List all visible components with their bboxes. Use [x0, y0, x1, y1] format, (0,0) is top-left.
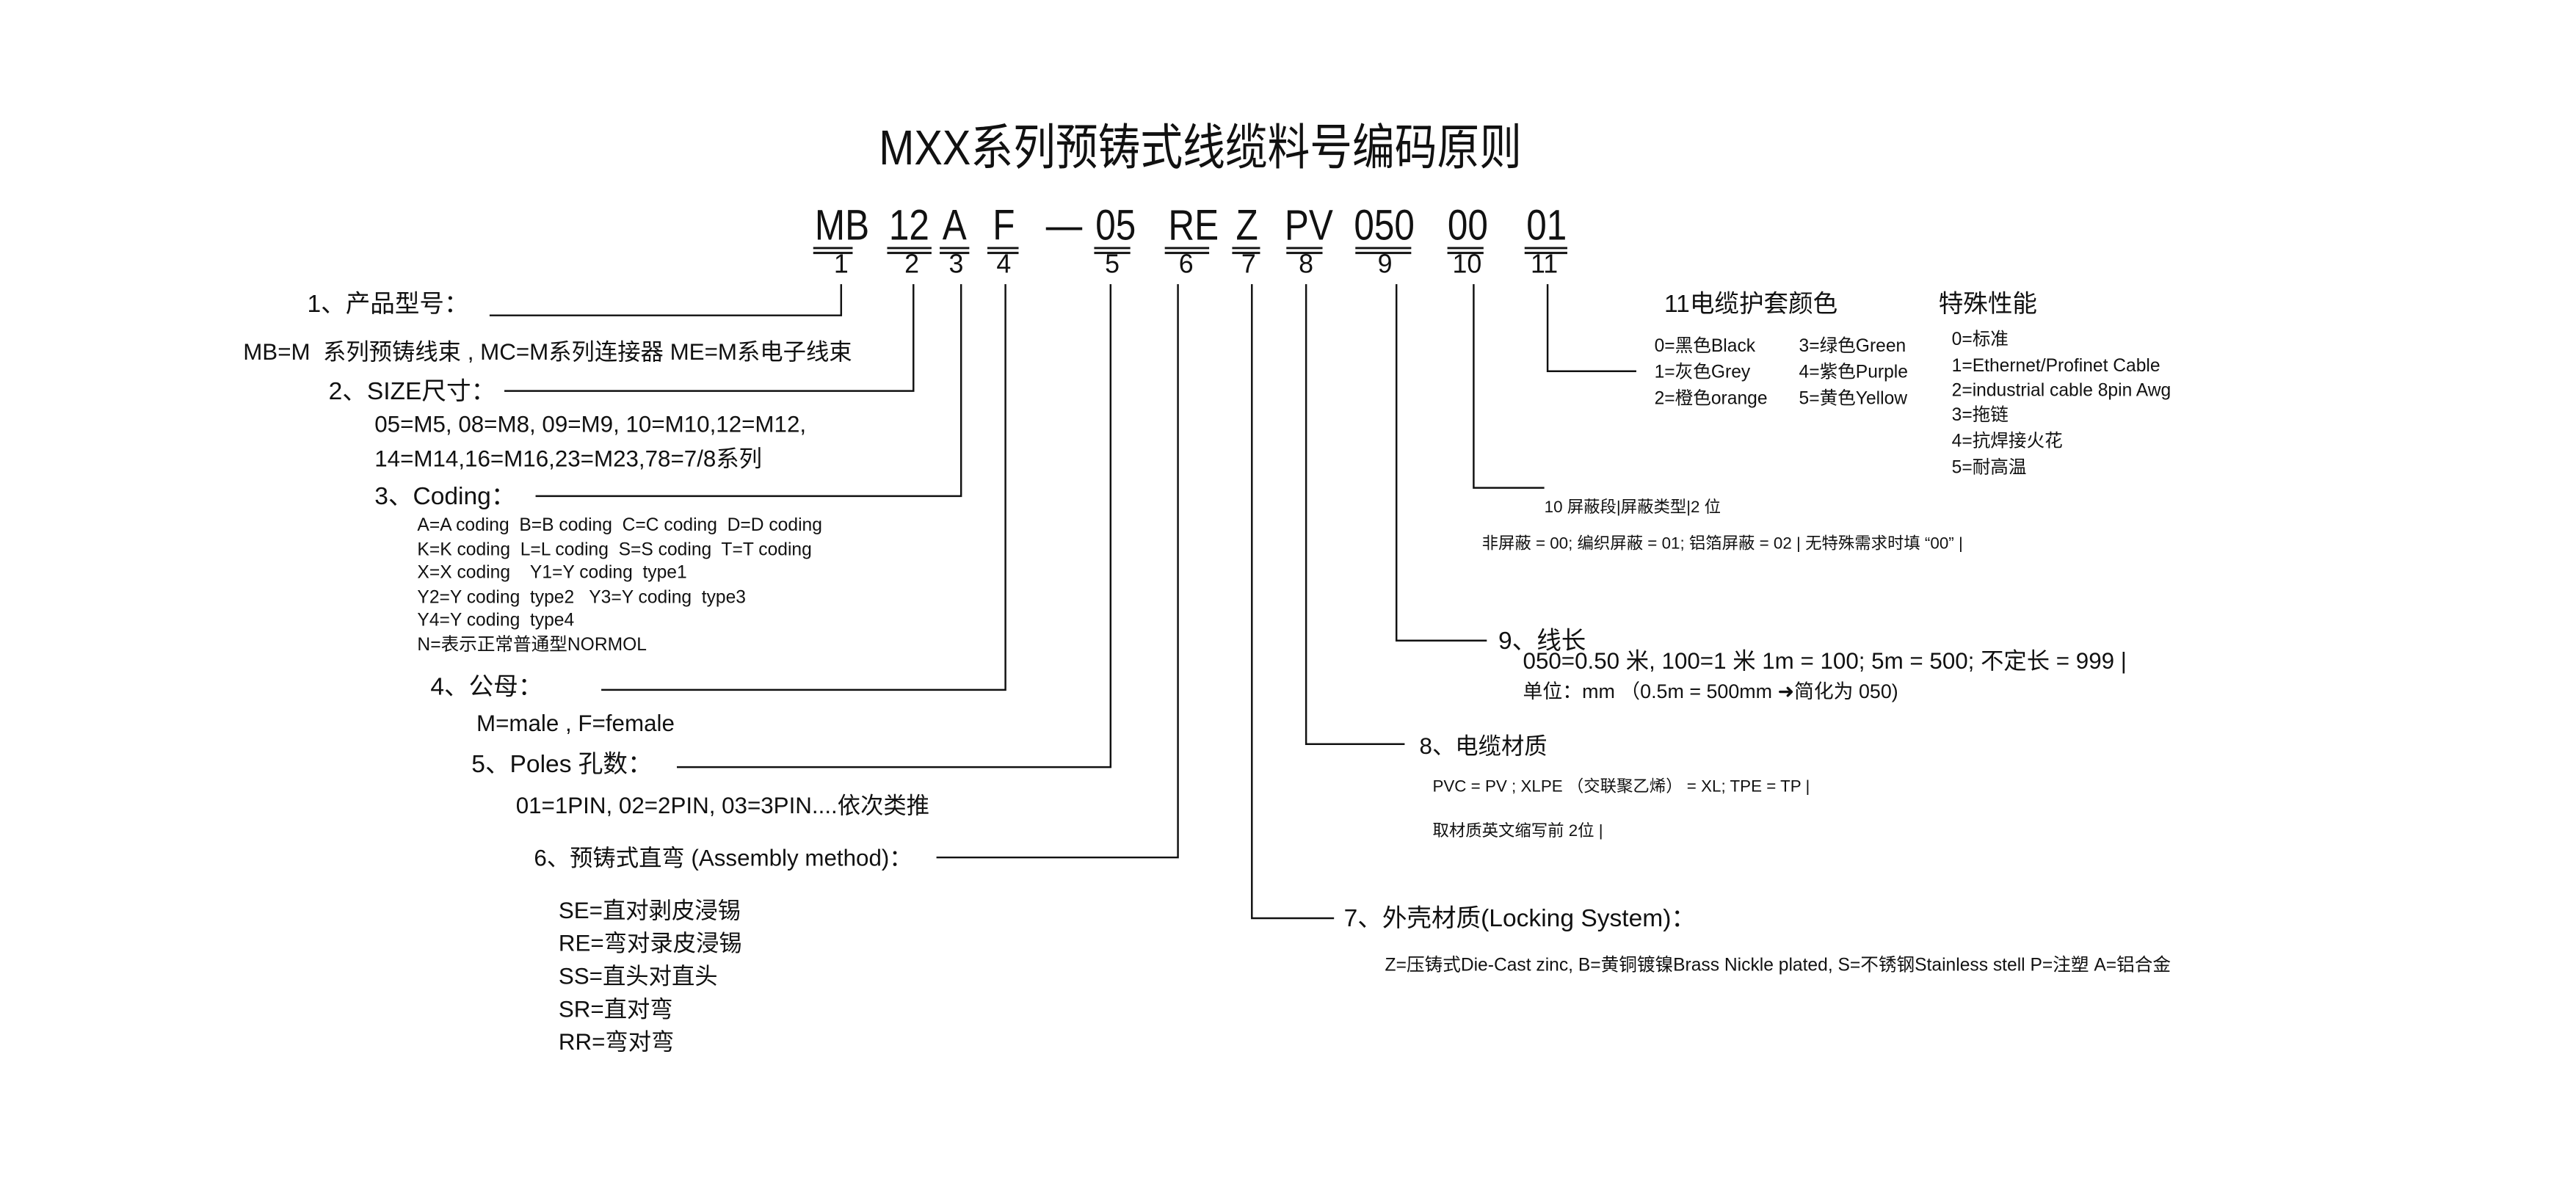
code-segment: 01: [1526, 200, 1567, 250]
color-option: 1=灰色Grey: [1654, 363, 1751, 383]
leader-2: [504, 284, 915, 392]
section-10-label: 10 屏蔽段|屏蔽类型|2 位: [1544, 499, 1721, 517]
segment-index: 5: [1105, 251, 1120, 280]
section-7-label: 7、外壳材质(Locking System)：: [1343, 905, 1697, 934]
segment-index: 9: [1377, 251, 1393, 280]
leader-5: [677, 284, 1112, 768]
special-option: 3=拖链: [1951, 405, 2009, 426]
color-option: 0=黑色Black: [1654, 336, 1756, 357]
special-option: 0=标准: [1951, 330, 2009, 350]
section-3-line: Y4=Y coding type4: [417, 611, 575, 631]
segment-index: 4: [996, 251, 1012, 280]
code-segment: 050: [1354, 200, 1415, 250]
leader-3: [535, 284, 962, 498]
section-5-desc: 01=1PIN, 02=2PIN, 03=3PIN....依次类推: [515, 791, 930, 818]
section-1-label: 1、产品型号：: [307, 291, 469, 319]
section-6-label: 6、预铸式直弯 (Assembly method)：: [534, 844, 913, 871]
color-option: 5=黄色Yellow: [1799, 389, 1908, 410]
code-segment: F: [993, 200, 1015, 250]
leader-8: [1305, 284, 1405, 745]
section-6-line: RE=弯对录皮浸锡: [558, 929, 742, 956]
segment-index: 2: [904, 251, 920, 280]
code-segment: Z: [1236, 200, 1258, 250]
special-option: 2=industrial cable 8pin Awg: [1951, 381, 2172, 401]
special-option: 4=抗焊接火花: [1951, 432, 2063, 452]
section-3-line: Y2=Y coding type2 Y3=Y coding type3: [417, 588, 747, 608]
special-option: 5=耐高温: [1951, 458, 2027, 479]
special-option: 1=Ethernet/Profinet Cable: [1951, 356, 2160, 377]
section-10-desc: 非屏蔽 = 00; 编织屏蔽 = 01; 铝箔屏蔽 = 02 | 无特殊需求时填…: [1481, 535, 1963, 554]
segment-index: 7: [1241, 251, 1256, 280]
code-segment: 00: [1447, 200, 1488, 250]
segment-index: 8: [1299, 251, 1314, 280]
section-4-label: 4、公母：: [430, 673, 543, 702]
segment-index: 6: [1178, 251, 1194, 280]
section-2-line: 05=M5, 08=M8, 09=M9, 10=M10,12=M12,: [374, 410, 807, 437]
segment-index: 10: [1452, 251, 1482, 280]
section-3-line: X=X coding Y1=Y coding type1: [417, 563, 687, 584]
color-option: 4=紫色Purple: [1799, 363, 1908, 383]
code-segment: A: [942, 200, 967, 250]
leader-11: [1546, 284, 1636, 372]
section-3-line: K=K coding L=L coding S=S coding T=T cod…: [417, 540, 812, 561]
section-3-line: N=表示正常普通型NORMOL: [417, 636, 647, 655]
section-5-label: 5、Poles 孔数：: [471, 750, 653, 779]
leader-1: [489, 284, 843, 316]
section-9-line: 单位：mm （0.5m = 500mm ➜简化为 050): [1523, 680, 1898, 703]
section-8-line: 取材质英文缩写前 2位 |: [1432, 823, 1603, 841]
segment-index: 11: [1531, 251, 1559, 280]
code-segment: 12: [888, 200, 929, 250]
segment-index: 1: [833, 251, 849, 280]
section-8-label: 8、电缆材质: [1419, 733, 1548, 759]
color-option: 2=橙色orange: [1654, 389, 1768, 410]
code-segment-dash: —: [1045, 200, 1083, 250]
section-4-desc: M=male , F=female: [476, 709, 675, 736]
leader-4: [601, 284, 1006, 691]
section-6-line: SR=直对弯: [558, 995, 673, 1022]
section-6-line: SE=直对剥皮浸锡: [558, 896, 741, 923]
leader-9: [1395, 284, 1487, 642]
color-option: 3=绿色Green: [1799, 336, 1906, 357]
section-7-desc: Z=压铸式Die-Cast zinc, B=黄铜镀镍Brass Nickle p…: [1385, 956, 2172, 976]
section-1-desc: MB=M 系列预铸线束 , MC=M系列连接器 ME=M系电子线束: [243, 338, 852, 365]
section-11-label: 11电缆护套颜色: [1663, 291, 1838, 319]
double-underlines: [813, 247, 1567, 255]
section-3-line: A=A coding B=B coding C=C coding D=D cod…: [417, 515, 822, 536]
leader-7: [1251, 284, 1335, 920]
special-label: 特殊性能: [1938, 291, 2038, 319]
section-3-label: 3、Coding：: [374, 482, 516, 511]
section-2-label: 2、SIZE尺寸：: [328, 377, 496, 406]
section-6-line: SS=直头对直头: [558, 962, 718, 989]
segment-index: 3: [948, 251, 964, 280]
section-9-line: 050=0.50 米, 100=1 米 1m = 100; 5m = 500; …: [1523, 647, 2127, 674]
leader-10: [1473, 284, 1545, 489]
section-9-label: 9、线长: [1498, 627, 1586, 655]
leader-6: [936, 284, 1179, 859]
section-8-line: PVC = PV ; XLPE （交联聚乙烯） = XL; TPE = TP |: [1432, 778, 1810, 797]
section-6-line: RR=弯对弯: [558, 1028, 675, 1055]
section-2-line: 14=M14,16=M16,23=M23,78=7/8系列: [374, 445, 763, 472]
page-title: MXX系列预铸式线缆料号编码原则: [879, 121, 1522, 176]
